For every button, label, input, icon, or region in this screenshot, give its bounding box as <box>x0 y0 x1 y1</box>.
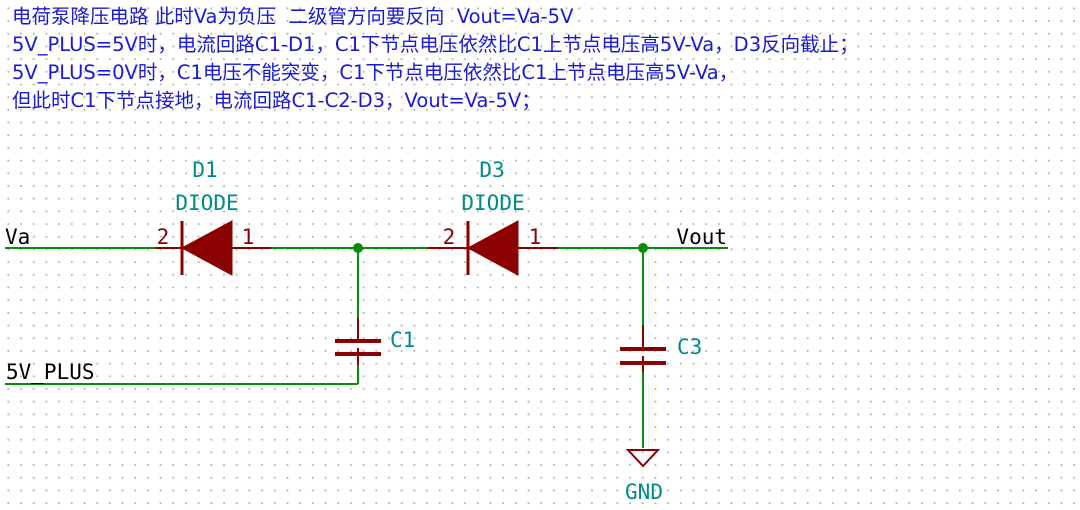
c3-ref-label: C3 <box>677 335 702 359</box>
d3-value-label: DIODE <box>461 191 524 215</box>
ground-icon <box>625 449 661 468</box>
note-line-1: 电荷泵降压电路 此时Va为负压 二级管方向要反向 Vout=Va-5V <box>12 5 574 28</box>
d3-triangle <box>466 220 519 276</box>
capacitor-c1 <box>335 318 381 365</box>
note-line-4: 但此时C1下节点接地，电流回路C1-C2-D3，Vout=Va-5V； <box>12 89 541 112</box>
net-label-5v-plus: 5V_PLUS <box>6 360 95 384</box>
d3-ref-label: D3 <box>479 158 504 182</box>
wires <box>5 247 728 448</box>
note-line-3: 5V_PLUS=0V时，C1电压不能突变，C1下节点电压依然比C1上节点电压高5… <box>12 61 739 84</box>
diode-d3 <box>428 220 558 276</box>
note-line-2: 5V_PLUS=5V时，电流回路C1-D1，C1下节点电压依然比C1上节点电压高… <box>12 33 859 56</box>
d3-pin2-number: 2 <box>443 225 456 249</box>
d1-value-label: DIODE <box>175 191 238 215</box>
d1-triangle <box>180 220 233 276</box>
net-label-va: Va <box>5 225 30 249</box>
gnd-label: GND <box>625 480 663 504</box>
junction-dot-c1 <box>353 243 363 253</box>
c1-ref-label: C1 <box>390 328 415 352</box>
d1-pin2-number: 2 <box>157 225 170 249</box>
capacitor-c3 <box>620 325 666 372</box>
d3-pin1-number: 1 <box>529 225 542 249</box>
diode-d1 <box>155 220 271 276</box>
d1-pin1-number: 1 <box>242 225 255 249</box>
d1-ref-label: D1 <box>192 158 217 182</box>
net-label-vout: Vout <box>676 225 727 249</box>
junction-dot-c3 <box>638 243 648 253</box>
